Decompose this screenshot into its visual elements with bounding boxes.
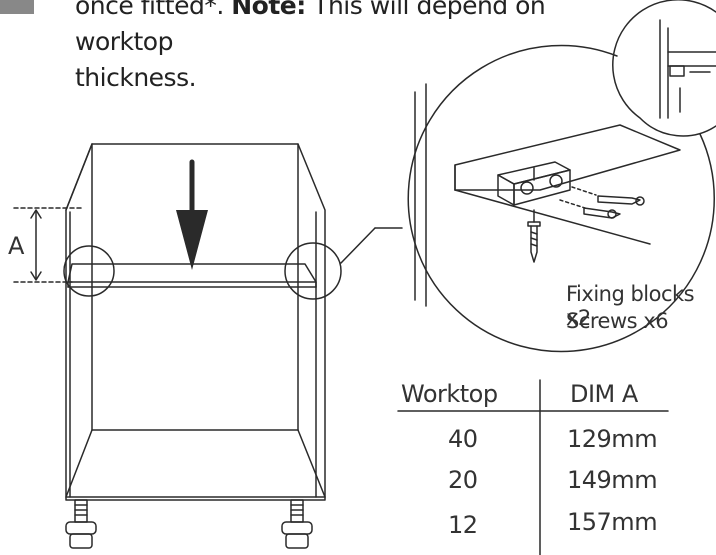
table-header-dim-a: DIM A [570,380,638,408]
instruction-line-1: once fitted*. Note: This will depend on … [75,0,635,60]
down-arrow-icon [176,159,208,270]
fixing-block-icon [497,161,571,206]
detail-small-circle [612,0,716,137]
callout-circle-left [63,245,115,297]
left-side-top-edge [65,143,93,211]
table-cell-dim-3: 157mm [567,508,658,536]
table-header-worktop: Worktop [401,380,498,408]
table-cell-worktop-1: 40 [448,425,478,453]
instruction-line-2: thickness. [75,63,197,92]
cabinet-carcass [65,143,326,501]
table-cell-dim-2: 149mm [567,466,658,494]
callout-circle-right [284,242,342,300]
floor-left-edge [65,429,93,498]
foot-right [281,499,313,549]
shelf [67,263,317,288]
screw-icon-diagonal-1 [571,186,645,206]
table-rules [397,379,669,555]
screw-icon-vertical [527,209,541,263]
detail-small-block [669,65,685,77]
note-label: Note: [231,0,306,20]
caption-fixing-blocks: Fixing blocks x2 [566,282,695,330]
instruction-text: once fitted*. Note: This will depend on … [75,0,635,96]
detail-shelf-underside [454,189,651,245]
detail-circle [407,44,715,353]
detail-magnified [407,44,715,353]
intro-text-a: once fitted*. [75,0,232,20]
table-cell-worktop-3: 12 [448,511,478,539]
caption-screws: Screws x6 [566,309,669,333]
detail-shelf-top [454,124,681,191]
step-badge [0,0,34,14]
table-cell-dim-1: 129mm [567,425,658,453]
foot-left [65,499,97,549]
cabinet-outline [65,143,326,501]
dimension-a-marker [13,207,83,283]
table-cell-worktop-2: 20 [448,466,478,494]
dimension-a-label: A [8,232,25,260]
callout-leader-1 [340,227,376,264]
detail-small [612,0,716,137]
floor-right-edge [297,429,326,498]
intro-text-b: This will depend on worktop [75,0,546,56]
screw-icon-diagonal-2 [559,199,621,219]
dimension-a-arrow [30,209,42,281]
